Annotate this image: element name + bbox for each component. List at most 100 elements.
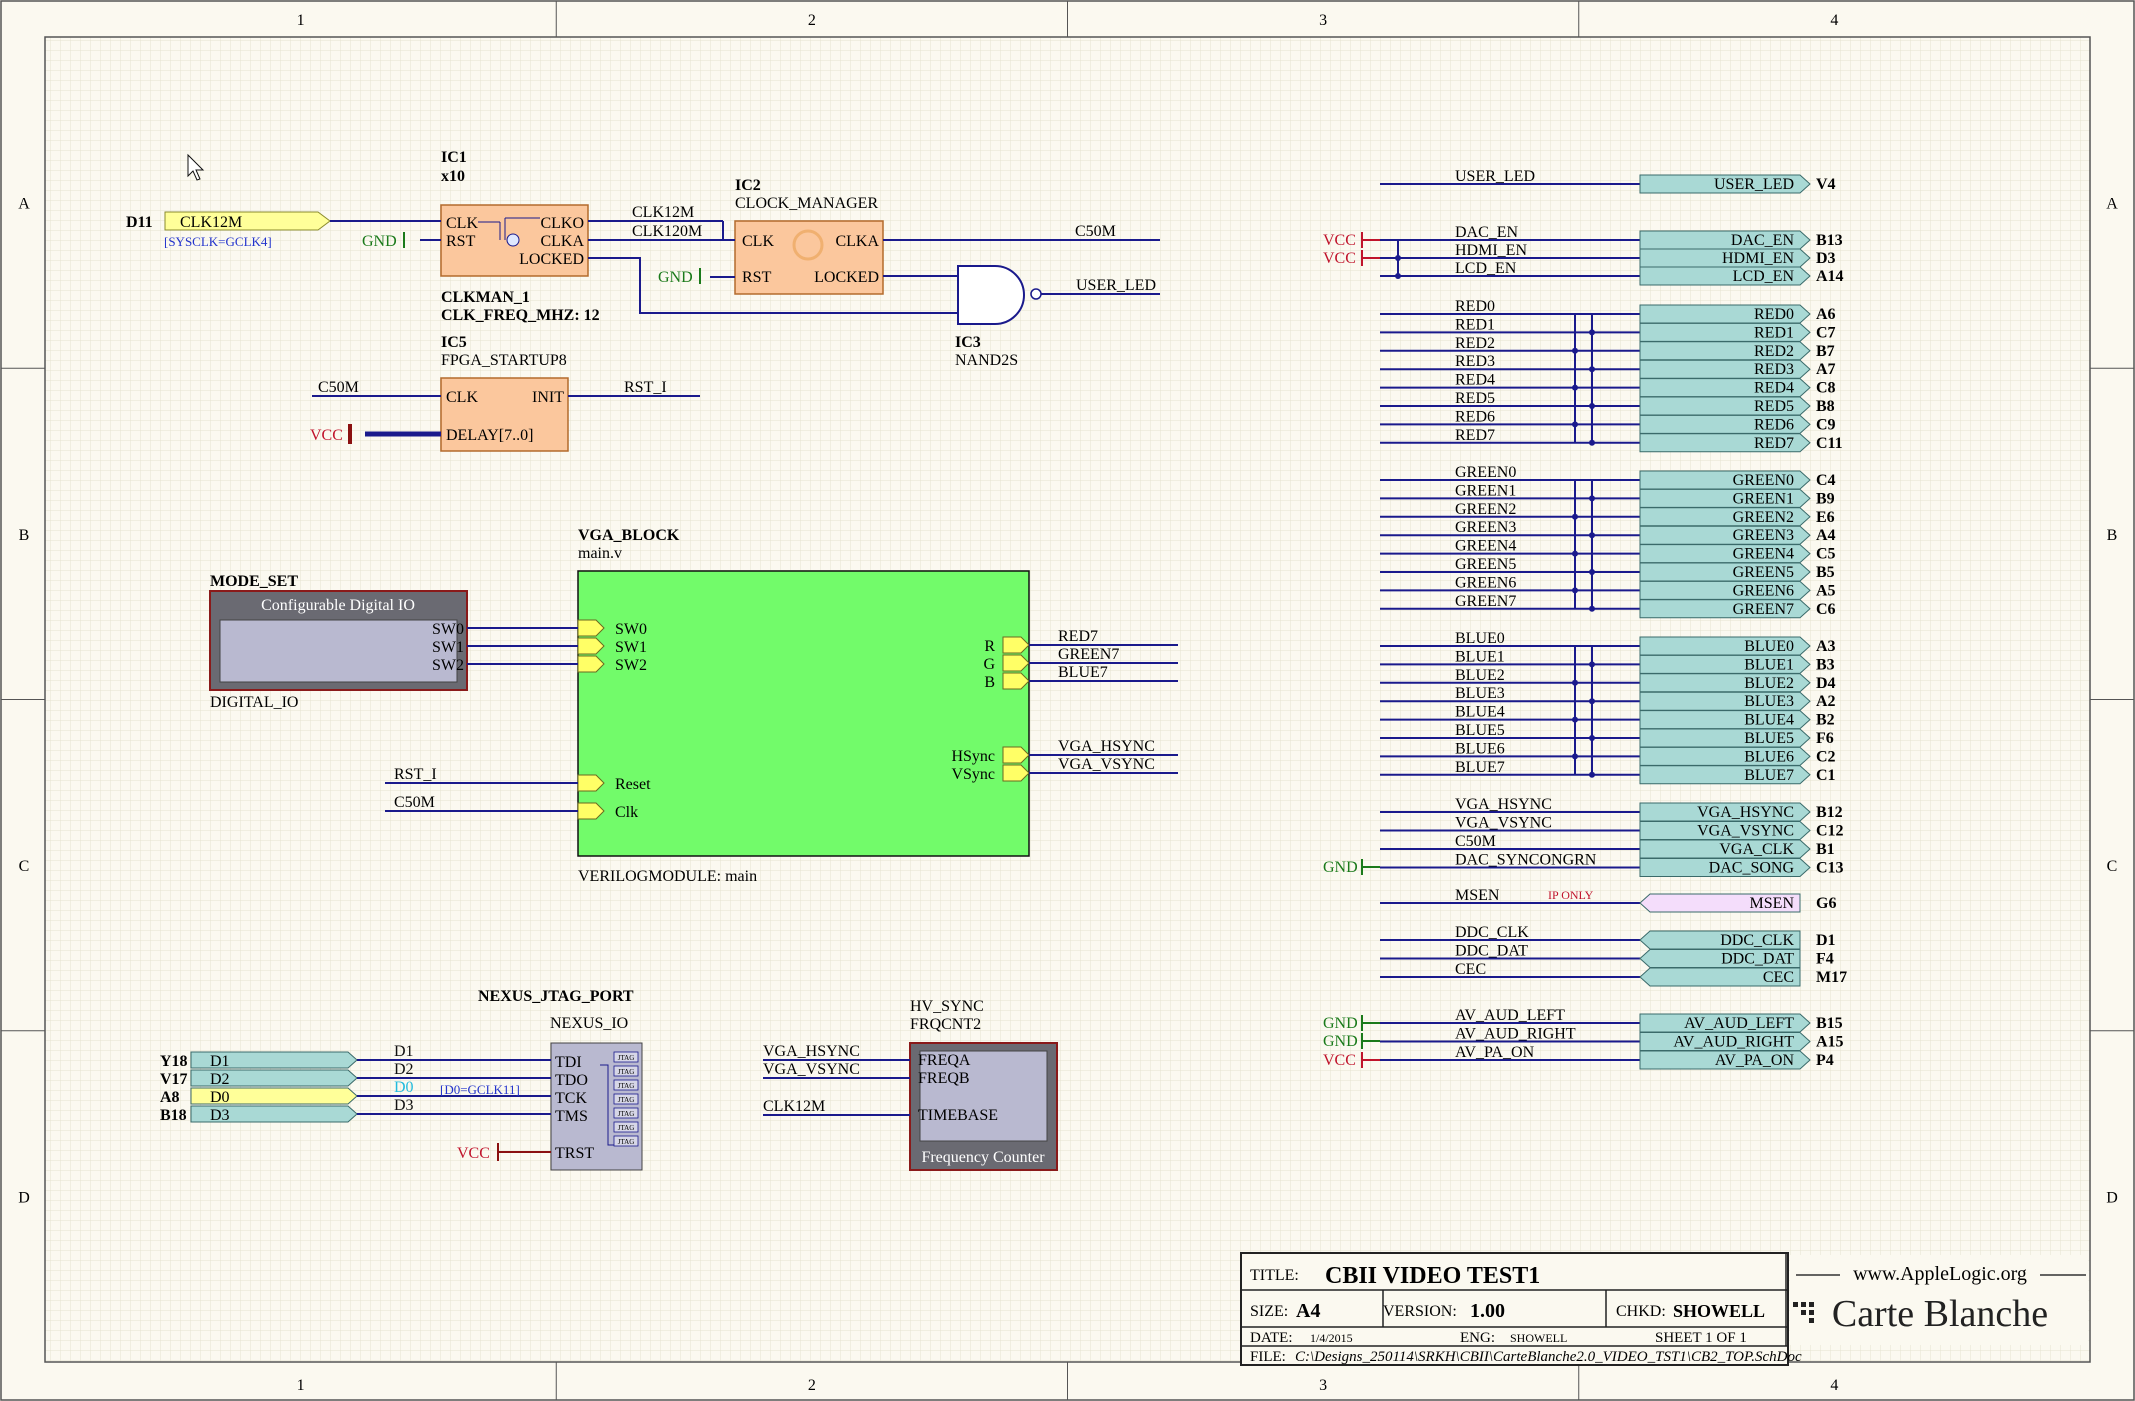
jtag-chain-cell <box>613 1051 639 1063</box>
ic2-clock-manager[interactable]: IC2 CLOCK_MANAGER CLK RST CLKA LOCKED <box>734 177 884 295</box>
vcc-label-ic5: VCC <box>310 427 343 444</box>
junction-dot <box>1589 661 1595 668</box>
port-flag-green0[interactable] <box>1639 470 1811 490</box>
jtag-port-label: D1 <box>210 1053 230 1070</box>
clk12m-input-port[interactable]: D11 CLK12M [SYSCLK=GCLK4] <box>126 211 331 249</box>
ic1-param: CLK_FREQ_MHZ: 12 <box>441 307 600 324</box>
port-flag-red7[interactable] <box>1639 433 1811 453</box>
port-flag-vga_hsync[interactable] <box>1639 802 1811 822</box>
port-net-label: RED2 <box>1455 335 1495 352</box>
port-net-label: BLUE6 <box>1455 740 1505 757</box>
port-flag-blue5[interactable] <box>1639 728 1811 748</box>
zone-row-left: D <box>18 1189 30 1206</box>
jtag-chain-text: JTAG <box>618 1138 635 1146</box>
port-net-label: RED5 <box>1455 390 1495 407</box>
port-flag-green7[interactable] <box>1639 599 1811 619</box>
port-flag-blue2[interactable] <box>1639 673 1811 693</box>
port-flag-user_led[interactable] <box>1639 174 1811 194</box>
port-flag-blue3[interactable] <box>1639 691 1811 711</box>
port-flag-blue7[interactable] <box>1639 765 1811 785</box>
port-flag-hdmi_en[interactable] <box>1639 248 1811 268</box>
port-flag-red1[interactable] <box>1639 322 1811 342</box>
jtag-chain-text: JTAG <box>618 1054 635 1062</box>
ic5-fpga-startup[interactable]: IC5 FPGA_STARTUP8 CLK DELAY[7..0] INIT <box>440 334 569 452</box>
port-flag-dac_en[interactable] <box>1639 230 1811 250</box>
zone-col-bottom: 2 <box>808 1377 816 1394</box>
vga-block[interactable]: VGA_BLOCK main.v SW0SW1SW2ResetClkRGBHSy… <box>577 527 1030 885</box>
port-flag-red6[interactable] <box>1639 414 1811 434</box>
port-flag-green4[interactable] <box>1639 544 1811 564</box>
port-flag-green6[interactable] <box>1639 580 1811 600</box>
mode-set-sw2: SW2 <box>432 657 464 674</box>
vga-out-r: R <box>984 638 995 655</box>
port-pin: D4 <box>1816 675 1836 692</box>
mode-set-block[interactable]: MODE_SET Configurable Digital IO SW0 SW1… <box>209 573 468 711</box>
port-pin: M17 <box>1816 969 1847 986</box>
port-flag-blue6[interactable] <box>1639 746 1811 766</box>
port-flag-label: DAC_SONG <box>1709 860 1795 877</box>
port-flag-msen[interactable] <box>1639 893 1801 913</box>
jtag-port-flag[interactable] <box>190 1105 358 1123</box>
port-flag-green1[interactable] <box>1639 488 1811 508</box>
zone-col-top: 4 <box>1830 12 1838 29</box>
port-flag-ddc_clk[interactable] <box>1639 930 1801 950</box>
jtag-chain-cell <box>613 1065 639 1077</box>
zone-row-left: C <box>19 858 30 875</box>
port-flag-av_pa_on[interactable] <box>1639 1050 1811 1070</box>
port-flag-green3[interactable] <box>1639 525 1811 545</box>
port-pin: F6 <box>1816 730 1834 747</box>
port-flag-av_aud_left[interactable] <box>1639 1013 1811 1033</box>
port-net-label: GREEN1 <box>1455 482 1516 499</box>
port-pin: C2 <box>1816 748 1836 765</box>
port-net-label: BLUE0 <box>1455 630 1505 647</box>
hv-sync-frequency-counter[interactable]: HV_SYNC FRQCNT2 FREQA FREQB TIMEBASE Fre… <box>909 998 1058 1171</box>
port-flag-red4[interactable] <box>1639 378 1811 398</box>
ic3-nand-gate[interactable]: IC3 NAND2S <box>955 265 1042 369</box>
vga-in-sw0: SW0 <box>615 621 647 638</box>
port-flag-vga_vsync[interactable] <box>1639 821 1811 840</box>
port-flag-red2[interactable] <box>1639 341 1811 361</box>
port-flag-label: CEC <box>1763 969 1794 986</box>
port-flag-label: DDC_DAT <box>1721 951 1794 968</box>
mouse-cursor-icon <box>187 153 205 181</box>
port-flag-blue1[interactable] <box>1639 654 1811 674</box>
port-pin: G6 <box>1816 895 1836 912</box>
port-flag-red3[interactable] <box>1639 359 1811 379</box>
ic1-clock-multiplier[interactable]: IC1 x10 CLK RST CLKO CLKA LOCKED CLKMAN_… <box>440 149 600 324</box>
vcc-label: VCC <box>1323 1052 1356 1069</box>
port-net-label: VGA_HSYNC <box>1455 796 1552 813</box>
port-flag-dac_song[interactable] <box>1639 858 1811 877</box>
port-flag-label: RED4 <box>1754 380 1794 397</box>
jtag-port-flag[interactable] <box>190 1051 358 1069</box>
port-flag-ddc_dat[interactable] <box>1639 949 1801 968</box>
port-flag-lcd_en[interactable] <box>1639 266 1811 286</box>
msen-note: IP ONLY <box>1548 888 1594 902</box>
vga-out-g-flag <box>1002 654 1030 672</box>
port-net-label: BLUE7 <box>1455 759 1505 776</box>
port-flag-vga_clk[interactable] <box>1639 839 1811 859</box>
port-net-label: BLUE2 <box>1455 667 1505 684</box>
nexus-jtag-block[interactable]: NEXUS_JTAG_PORT NEXUS_IO JTAGJTAGJTAGJTA… <box>478 988 643 1171</box>
port-flag-green5[interactable] <box>1639 562 1811 582</box>
port-flag-blue0[interactable] <box>1639 636 1811 656</box>
port-flag-av_aud_right[interactable] <box>1639 1032 1811 1051</box>
jtag-port-flag[interactable] <box>190 1087 358 1105</box>
port-flag-blue4[interactable] <box>1639 710 1811 730</box>
port-flag-red5[interactable] <box>1639 396 1811 416</box>
junction-dot <box>1589 698 1595 705</box>
junction-dot <box>1572 716 1578 723</box>
port-flag-red0[interactable] <box>1639 304 1811 324</box>
zone-row-right: A <box>2106 196 2118 213</box>
jtag-port-pin: A8 <box>160 1089 180 1106</box>
port-net-label: DAC_SYNCONGRN <box>1455 852 1597 869</box>
jtag-port-flag[interactable] <box>190 1069 358 1087</box>
jtag-net-label: D3 <box>394 1097 414 1114</box>
eng-name: SHOWELL <box>1510 1331 1567 1345</box>
ic2-pin-rst: RST <box>742 269 772 286</box>
mode-set-title: Configurable Digital IO <box>261 597 415 614</box>
port-flag-label: USER_LED <box>1714 176 1794 193</box>
power-wire <box>1361 859 1380 875</box>
port-flag-cec[interactable] <box>1639 967 1801 987</box>
port-flag-green2[interactable] <box>1639 507 1811 527</box>
